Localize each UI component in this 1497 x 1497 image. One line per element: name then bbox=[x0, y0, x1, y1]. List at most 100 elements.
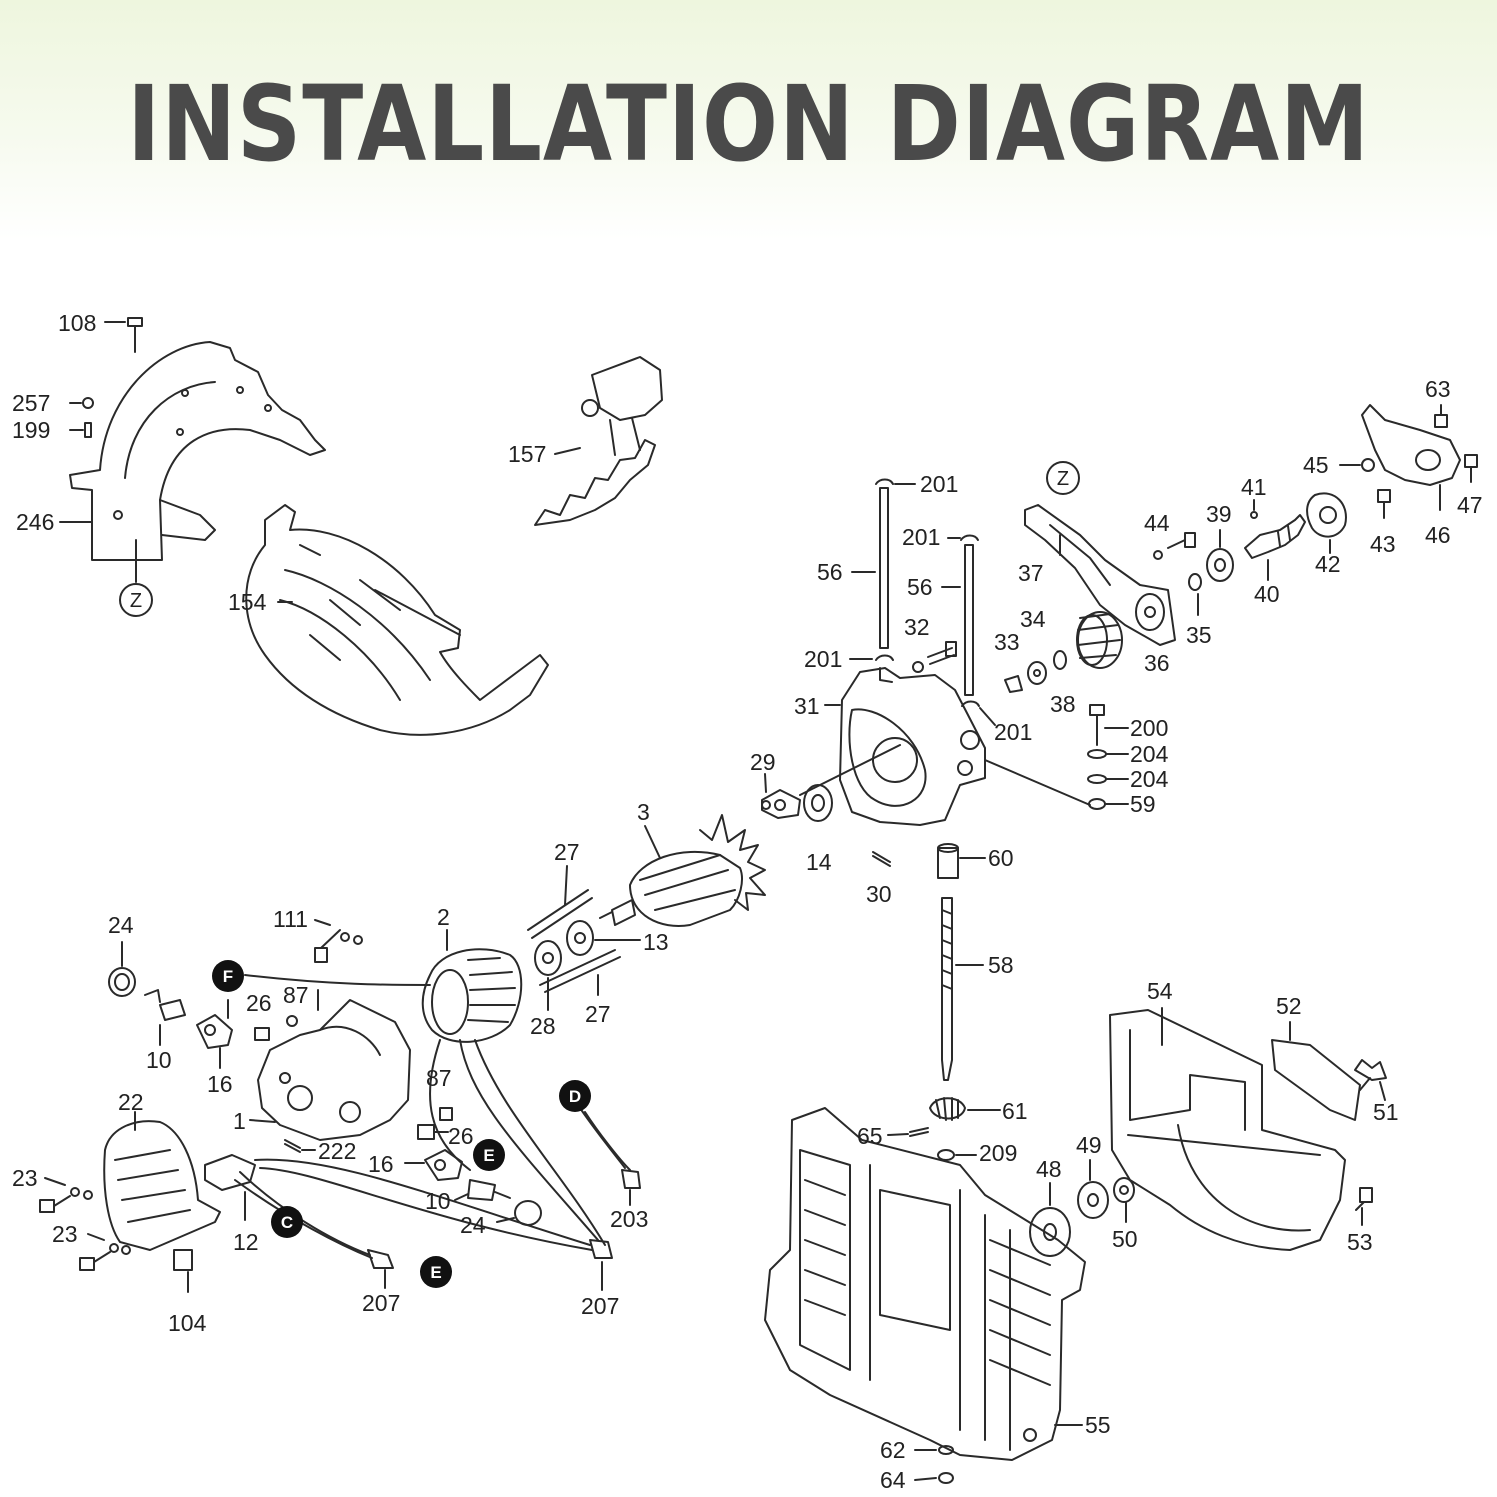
screw-44 bbox=[1153, 532, 1196, 560]
gear-housing bbox=[839, 667, 986, 826]
field-stator bbox=[421, 948, 523, 1043]
part-label-24: 24 bbox=[108, 912, 134, 938]
spindle-58 bbox=[941, 897, 953, 1081]
part-label-37: 37 bbox=[1018, 560, 1044, 586]
part-label-35: 35 bbox=[1186, 622, 1212, 648]
part-label-41: 41 bbox=[1241, 474, 1267, 500]
washer-209 bbox=[937, 1149, 955, 1161]
part-label-24: 24 bbox=[460, 1212, 486, 1238]
part-label-16: 16 bbox=[207, 1071, 233, 1097]
part-label-1: 1 bbox=[233, 1108, 246, 1134]
part-26-upper bbox=[254, 1027, 270, 1041]
part-label-51: 51 bbox=[1373, 1099, 1399, 1125]
part-87-upper bbox=[286, 1015, 298, 1027]
part-label-207: 207 bbox=[362, 1290, 400, 1316]
spring-45 bbox=[1361, 458, 1375, 472]
clip-33 bbox=[1004, 675, 1023, 693]
lever-46 bbox=[1361, 404, 1461, 486]
base-frame bbox=[764, 1107, 1086, 1461]
part-label-23: 23 bbox=[52, 1221, 78, 1247]
shaft-56-right bbox=[960, 534, 980, 707]
part-label-29: 29 bbox=[750, 749, 776, 775]
dust-shroud-54 bbox=[1109, 1009, 1346, 1251]
callout-f: F bbox=[223, 967, 233, 986]
part-label-22: 22 bbox=[118, 1089, 144, 1115]
part-label-104: 104 bbox=[168, 1310, 207, 1336]
screw-23-upper bbox=[39, 1187, 93, 1213]
part-label-58: 58 bbox=[988, 952, 1014, 978]
screw-53 bbox=[1355, 1187, 1373, 1211]
shaft-56-left bbox=[875, 478, 894, 661]
washer-257 bbox=[82, 397, 94, 409]
screw-47 bbox=[1464, 454, 1478, 483]
part-label-199: 199 bbox=[12, 417, 50, 443]
part-label-53: 53 bbox=[1347, 1229, 1373, 1255]
part-label-56: 56 bbox=[907, 574, 933, 600]
part-label-204: 204 bbox=[1130, 741, 1169, 767]
outer-flange-48 bbox=[1029, 1207, 1071, 1257]
part-label-54: 54 bbox=[1147, 978, 1173, 1004]
part-label-201: 201 bbox=[920, 471, 958, 497]
callout-d: D bbox=[569, 1087, 581, 1106]
plate-29 bbox=[761, 789, 801, 819]
sleeve-60 bbox=[937, 843, 959, 879]
carbon-brush-10-left bbox=[144, 989, 186, 1021]
gear-36 bbox=[1076, 611, 1123, 669]
bolt-108 bbox=[104, 317, 143, 353]
brush-holder-16-left bbox=[196, 1014, 233, 1049]
callout-c: C bbox=[281, 1213, 293, 1232]
pin-30 bbox=[872, 851, 891, 867]
part-label-108: 108 bbox=[58, 310, 96, 336]
switch-knob-104 bbox=[173, 1249, 193, 1271]
part-label-27: 27 bbox=[585, 1001, 611, 1027]
part-label-65: 65 bbox=[857, 1123, 883, 1149]
through-bolt-27-lower bbox=[539, 949, 616, 986]
part-label-49: 49 bbox=[1076, 1132, 1102, 1158]
washer-62 bbox=[938, 1445, 954, 1455]
connector-207-left bbox=[367, 1249, 394, 1269]
pin-65 bbox=[909, 1127, 929, 1137]
shaft-40 bbox=[1244, 514, 1306, 559]
ring-35 bbox=[1188, 573, 1202, 591]
part-label-87: 87 bbox=[426, 1065, 452, 1091]
part-label-63: 63 bbox=[1425, 376, 1451, 402]
part-label-50: 50 bbox=[1112, 1226, 1138, 1252]
part-label-207: 207 bbox=[581, 1293, 619, 1319]
z-marker-right-label: Z bbox=[1057, 468, 1069, 490]
washer-204-upper bbox=[1087, 749, 1107, 759]
page-title: INSTALLATION DIAGRAM bbox=[127, 63, 1370, 185]
part-label-203: 203 bbox=[610, 1206, 648, 1232]
part-26-lower bbox=[417, 1124, 435, 1140]
brush-holder-16-right bbox=[424, 1149, 463, 1181]
part-label-27: 27 bbox=[554, 839, 580, 865]
part-label-39: 39 bbox=[1206, 501, 1232, 527]
part-label-23: 23 bbox=[12, 1165, 38, 1191]
part-label-64: 64 bbox=[880, 1467, 906, 1493]
part-label-12: 12 bbox=[233, 1229, 259, 1255]
part-label-40: 40 bbox=[1254, 581, 1280, 607]
part-label-31: 31 bbox=[794, 693, 820, 719]
switch-12 bbox=[204, 1154, 256, 1191]
part-label-33: 33 bbox=[994, 629, 1020, 655]
part-label-200: 200 bbox=[1130, 715, 1168, 741]
part-label-44: 44 bbox=[1144, 510, 1170, 536]
arm-37 bbox=[1024, 504, 1176, 646]
lower-blade-guard bbox=[245, 504, 549, 736]
callout-e-upper: E bbox=[483, 1146, 494, 1165]
bearing-13 bbox=[566, 920, 594, 956]
part-label-157: 157 bbox=[508, 441, 546, 467]
z-marker-right bbox=[1046, 461, 1080, 495]
part-label-43: 43 bbox=[1370, 531, 1396, 557]
part-label-32: 32 bbox=[904, 614, 930, 640]
part-label-111: 111 bbox=[273, 906, 308, 932]
through-bolt-27-upper bbox=[531, 897, 593, 939]
part-label-26: 26 bbox=[246, 990, 272, 1016]
part-label-26: 26 bbox=[448, 1123, 474, 1149]
nut-50 bbox=[1113, 1177, 1135, 1203]
z-marker-left-label: Z bbox=[130, 590, 142, 612]
inner-flange-49 bbox=[1077, 1181, 1109, 1219]
part-label-46: 46 bbox=[1425, 522, 1451, 548]
carbon-brush-10-right bbox=[467, 1179, 511, 1201]
part-label-201: 201 bbox=[804, 646, 842, 672]
